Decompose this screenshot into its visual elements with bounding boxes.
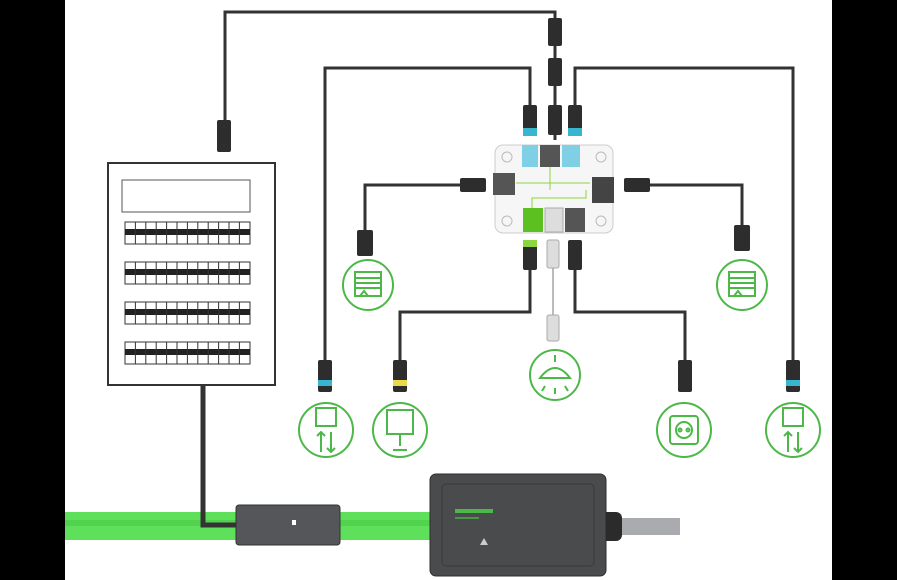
socket-icon: [656, 402, 712, 458]
hub-port: [592, 177, 614, 203]
connector: [217, 120, 231, 152]
cable-board-feed: [200, 385, 240, 528]
mount-hole: [595, 215, 607, 227]
connector: [318, 360, 332, 392]
device-logo: [455, 509, 493, 513]
hub-port: [565, 208, 585, 232]
hub-port: [493, 173, 515, 195]
connector: [546, 314, 560, 342]
distribution-board: [107, 162, 276, 386]
device-icons: [298, 259, 821, 458]
connector: [393, 360, 407, 392]
cables: [200, 10, 795, 528]
power-supply-box: [429, 473, 680, 577]
connector-green-band: [523, 240, 537, 247]
hub-port-green: [523, 208, 543, 232]
warning-icon: [480, 538, 488, 545]
connectors: [217, 18, 800, 392]
shutter-switch-icon: [765, 402, 821, 458]
connector: [548, 105, 562, 135]
mount-hole: [501, 215, 513, 227]
hub-port: [544, 207, 564, 233]
connector: [523, 105, 537, 135]
connector: [460, 178, 486, 192]
bus-tap-module: [235, 504, 341, 546]
connector-teal-band: [786, 380, 800, 386]
connector: [568, 105, 582, 135]
hub-traces: [516, 167, 590, 208]
hub-port-teal: [522, 145, 538, 167]
tap-indicator: [292, 520, 296, 525]
connector-teal-band: [568, 128, 582, 136]
hub-port: [540, 145, 560, 167]
connector: [548, 58, 562, 86]
blind-icon: [342, 259, 394, 311]
connector: [523, 240, 537, 270]
connector: [786, 360, 800, 392]
connector-teal-band: [318, 380, 332, 386]
cable-right-blind: [628, 183, 744, 230]
connector: [624, 178, 650, 192]
connector-yellow-band: [393, 380, 407, 386]
blind-icon: [716, 259, 768, 311]
hub-port-teal: [562, 145, 580, 167]
cable-socket: [573, 255, 687, 365]
connector: [678, 360, 692, 392]
supply-cable: [606, 518, 680, 535]
switch-icon: [372, 402, 428, 458]
device-logo: [455, 517, 479, 519]
device-housing: [429, 473, 607, 577]
board-top-panel: [121, 179, 251, 213]
cable-left-shutter: [323, 66, 532, 365]
mount-hole: [595, 151, 607, 163]
mount-hole: [501, 151, 513, 163]
connector: [548, 18, 562, 46]
shutter-switch-icon: [298, 402, 354, 458]
connector: [734, 225, 750, 251]
connector: [568, 240, 582, 270]
breaker-rows: [124, 221, 251, 365]
connector-teal-band: [523, 128, 537, 136]
connector: [357, 230, 373, 256]
cable-right-shutter: [573, 66, 795, 365]
connector: [546, 239, 560, 269]
ceiling-lamp-icon: [529, 349, 581, 401]
device-lid: [441, 483, 595, 567]
junction-hub: [493, 144, 614, 234]
cable-switch: [398, 255, 532, 365]
cable-left-blind: [363, 183, 470, 235]
